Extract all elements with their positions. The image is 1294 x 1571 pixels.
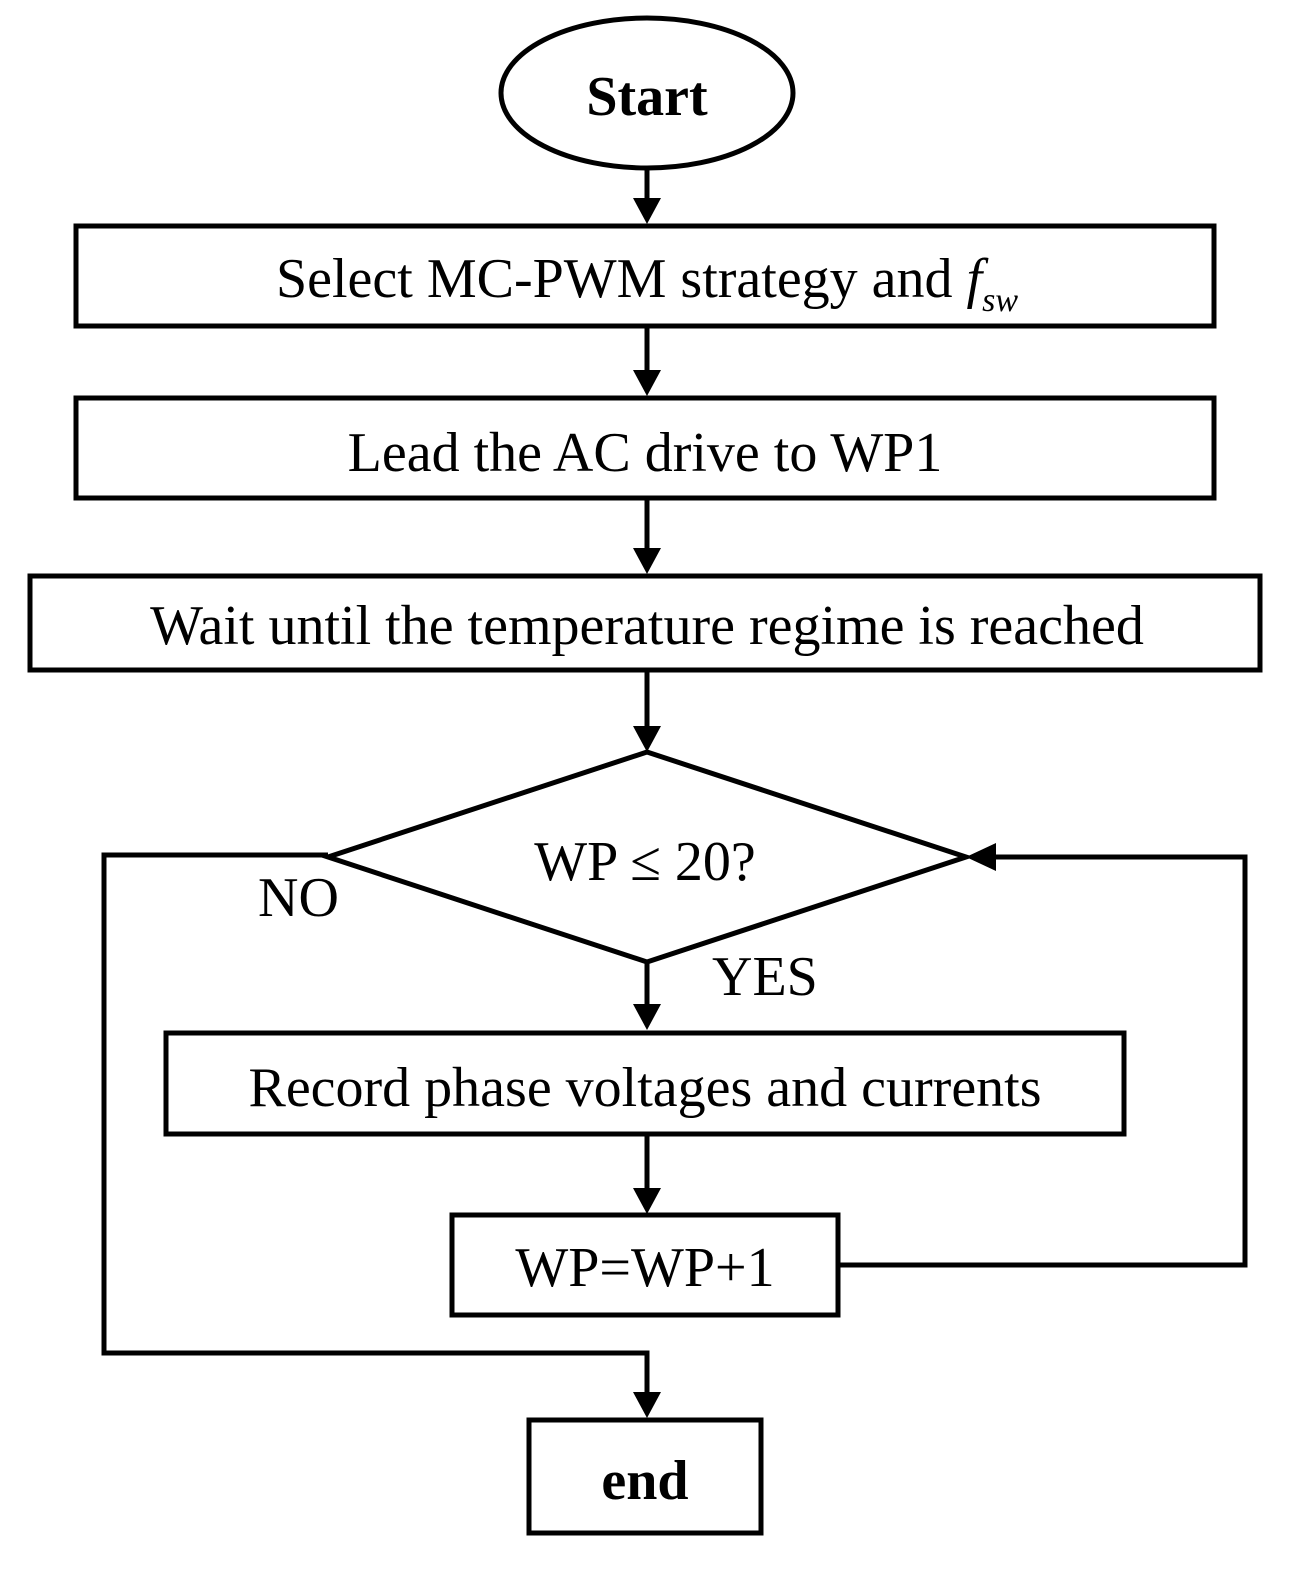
no-branch-line: [101, 852, 650, 1400]
no-label: NO: [258, 867, 339, 929]
arrowhead: [633, 1392, 661, 1418]
process-select-strategy: [73, 223, 1217, 329]
end-terminator: [526, 1417, 764, 1536]
process-increment-wp: [449, 1212, 841, 1318]
arrowhead: [633, 370, 661, 396]
lead-drive-label: Lead the AC drive to WP1: [348, 422, 943, 484]
wait-temperature-label: Wait until the temperature regime is rea…: [150, 595, 1144, 657]
select-strategy-label: Select MC-PWM strategy and fsw: [276, 248, 1018, 319]
loop-back-line: [838, 854, 1248, 1268]
select-strategy-text: Select MC-PWM strategy and: [276, 248, 967, 310]
arrowhead: [633, 548, 661, 574]
decision-label: WP ≤ 20?: [534, 831, 756, 893]
arrowhead: [633, 1188, 661, 1214]
increment-wp-label: WP=WP+1: [515, 1237, 774, 1299]
yes-label: YES: [712, 946, 818, 1008]
arrowhead: [633, 198, 661, 224]
end-label: end: [601, 1450, 688, 1512]
fsw-subscript: sw: [982, 282, 1018, 319]
arrowhead: [966, 843, 996, 871]
process-wait-temperature: [27, 573, 1263, 673]
process-lead-drive: [73, 395, 1217, 501]
arrowhead: [633, 726, 661, 752]
record-measurements-label: Record phase voltages and currents: [248, 1057, 1041, 1119]
start-label: Start: [586, 66, 708, 128]
arrowhead: [633, 1004, 661, 1030]
